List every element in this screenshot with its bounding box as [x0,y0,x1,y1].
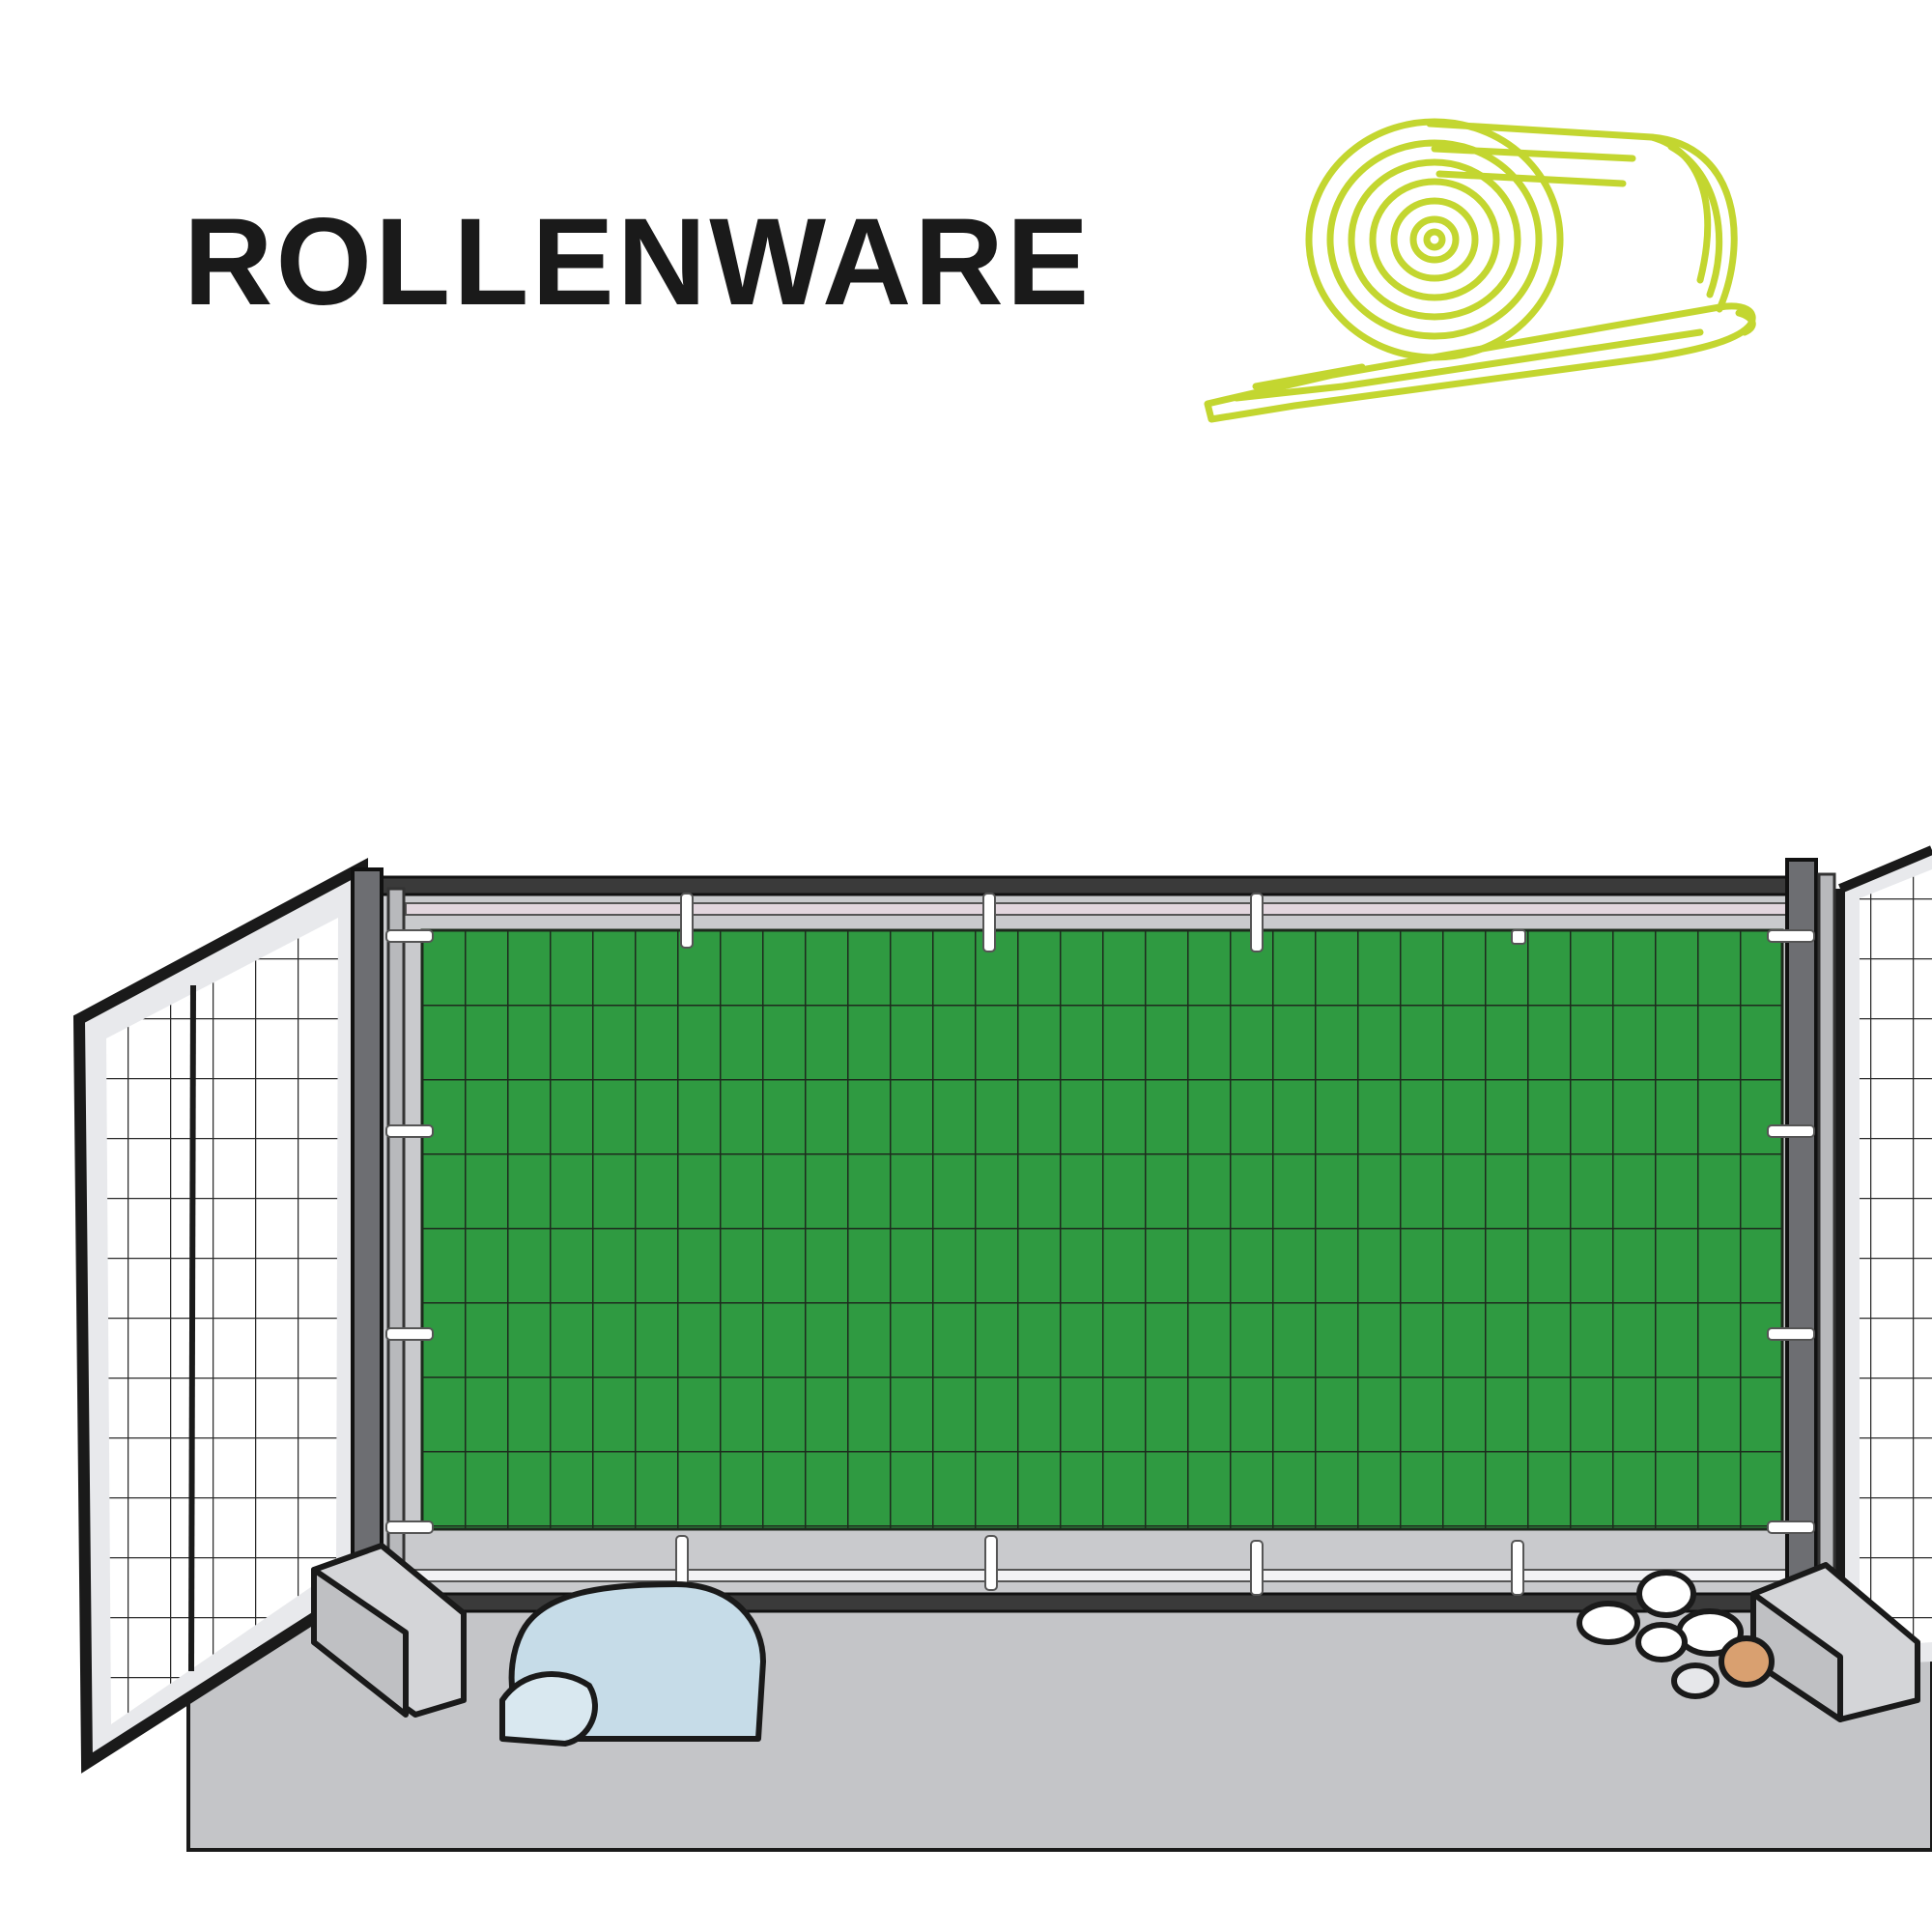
rolled-mat-icon [1204,118,1756,423]
main-fence-panel [351,858,1836,1615]
fence-illustration [72,845,1932,1852]
stones [499,1570,1775,1747]
left-post [351,867,384,1615]
right-fence-panel [1835,845,1932,1666]
right-post [1785,858,1818,1615]
privacy-screen [420,928,1784,1531]
concrete-feet [311,1543,1920,1722]
page-title: ROLLENWARE [184,193,1093,331]
cable-ties [385,893,1815,1596]
left-fence-panel [72,857,369,1774]
